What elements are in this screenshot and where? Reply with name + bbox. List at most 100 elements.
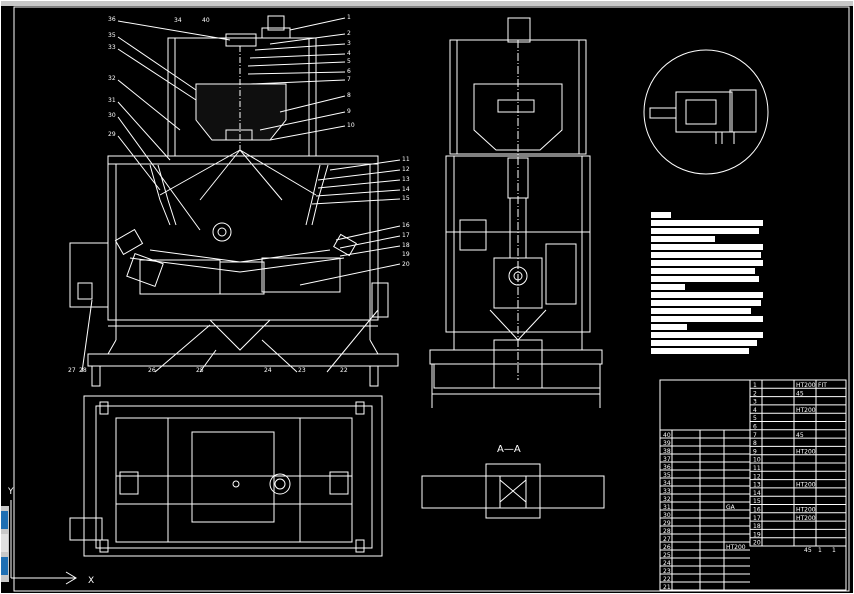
parts-row-index: 23 <box>663 568 671 575</box>
y-axis-label: Y <box>7 487 14 497</box>
parts-row-index: 40 <box>663 432 671 439</box>
section-label: A—A <box>497 444 521 455</box>
callout-number: 7 <box>347 76 351 83</box>
parts-row-index: 2 <box>753 390 757 397</box>
parts-row-index: 36 <box>663 464 671 471</box>
parts-row-index: 19 <box>753 531 761 538</box>
callout-number: 14 <box>402 186 410 193</box>
title-block-value: 45 <box>804 547 812 554</box>
parts-row-index: 13 <box>753 482 761 489</box>
parts-row-index: 32 <box>663 496 671 503</box>
side-view <box>429 17 603 408</box>
parts-row-index: 38 <box>663 448 671 455</box>
parts-row-index: 8 <box>753 440 757 447</box>
tool-icon[interactable] <box>1 557 8 575</box>
callout-number: 25 <box>196 367 204 374</box>
parts-row-index: 29 <box>663 520 671 527</box>
parts-row-index: 37 <box>663 456 671 463</box>
section-aa <box>421 463 605 519</box>
callout-number: 4 <box>347 50 351 57</box>
front-view <box>69 15 399 387</box>
callout-number: 20 <box>402 261 410 268</box>
side-toolbar[interactable] <box>0 506 9 582</box>
parts-row-index: 26 <box>663 544 671 551</box>
callout-number: 11 <box>402 156 410 163</box>
callout-number: 15 <box>402 195 410 202</box>
ucs-icon <box>10 500 77 585</box>
parts-row-material: HT200 <box>796 382 816 389</box>
tool-icon[interactable] <box>1 534 8 552</box>
technical-notes <box>651 212 763 354</box>
parts-row-index: 14 <box>753 490 761 497</box>
callout-number: 32 <box>108 75 116 82</box>
drawing-border <box>13 6 850 592</box>
parts-row-index: 22 <box>663 576 671 583</box>
parts-row-index: 17 <box>753 515 761 522</box>
callout-number: 2 <box>347 30 351 37</box>
callout-number: 27 <box>68 367 76 374</box>
tool-icon[interactable] <box>1 511 8 529</box>
callout-number: 17 <box>402 232 410 239</box>
parts-row-index: 16 <box>753 507 761 514</box>
parts-row-index: 27 <box>663 536 671 543</box>
callout-number: 35 <box>108 32 116 39</box>
parts-row-index: 31 <box>663 504 671 511</box>
parts-row-material: 45 <box>796 390 804 397</box>
parts-row-index: 10 <box>753 457 761 464</box>
callout-number: 23 <box>298 367 306 374</box>
callout-number: 33 <box>108 44 116 51</box>
parts-row-index: 6 <box>753 424 757 431</box>
parts-row-index: 28 <box>663 528 671 535</box>
callout-number: 28 <box>79 367 87 374</box>
callout-number: 18 <box>402 242 410 249</box>
parts-row-material: HT200 <box>726 544 746 551</box>
callout-number: 30 <box>108 112 116 119</box>
callout-number: 9 <box>347 108 351 115</box>
callout-number: 1 <box>347 14 351 21</box>
parts-row-index: 15 <box>753 498 761 505</box>
callout-number: 24 <box>264 367 272 374</box>
parts-row-index: 18 <box>753 523 761 530</box>
parts-row-index: 11 <box>753 465 761 472</box>
parts-row-index: 7 <box>753 432 757 439</box>
callout-number: 12 <box>402 166 410 173</box>
parts-row-index: 34 <box>663 480 671 487</box>
callout-number: 26 <box>148 367 156 374</box>
parts-row-material: GA <box>726 504 736 511</box>
parts-row-index: 39 <box>663 440 671 447</box>
top-scrollbar[interactable] <box>0 0 854 6</box>
callout-number: 3 <box>347 40 351 47</box>
callout-number: 5 <box>347 58 351 65</box>
callout-number: 34 <box>174 17 182 24</box>
parts-header: FIT <box>818 382 827 389</box>
callout-number: 16 <box>402 222 410 229</box>
title-block-value: 1 <box>818 547 822 554</box>
callout-number: 31 <box>108 97 116 104</box>
callout-number: 8 <box>347 92 351 99</box>
parts-row-index: 30 <box>663 512 671 519</box>
callout-number: 40 <box>202 17 210 24</box>
callout-number: 13 <box>402 176 410 183</box>
callout-number: 29 <box>108 131 116 138</box>
plan-view <box>69 395 383 557</box>
parts-row-index: 5 <box>753 415 757 422</box>
parts-row-material: HT200 <box>796 482 816 489</box>
callout-number: 36 <box>108 16 116 23</box>
title-block-value: 1 <box>832 547 836 554</box>
parts-row-material: HT200 <box>796 507 816 514</box>
parts-row-material: 45 <box>796 432 804 439</box>
parts-row-index: 3 <box>753 399 757 406</box>
parts-row-index: 33 <box>663 488 671 495</box>
parts-row-index: 12 <box>753 473 761 480</box>
parts-row-index: 1 <box>753 382 757 389</box>
parts-row-material: HT200 <box>796 515 816 522</box>
title-block: 1234567891011121314151617181920HT20045HT… <box>659 379 847 591</box>
parts-row-index: 9 <box>753 448 757 455</box>
callout-number: 19 <box>402 251 410 258</box>
parts-row-index: 21 <box>663 584 671 591</box>
callout-number: 22 <box>340 367 348 374</box>
callout-leaders <box>81 17 401 373</box>
parts-row-index: 24 <box>663 560 671 567</box>
